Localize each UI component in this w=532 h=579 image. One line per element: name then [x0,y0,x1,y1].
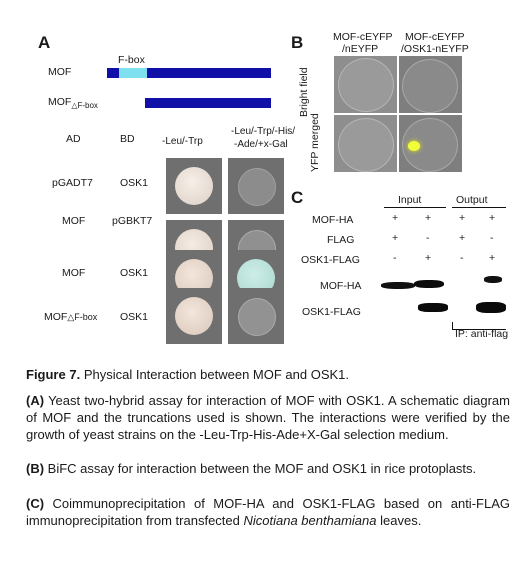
panel-a-letter: A [38,33,51,52]
mof-full-bar [107,68,271,78]
figure-label: Figure 7. [26,367,81,382]
fbox-domain [119,68,147,78]
mof-truncated-bar [145,98,271,108]
panel-c-letter: C [291,188,304,207]
row3-ad: MOF [62,267,86,279]
b-col1-line1: MOF-cEYFP [333,31,393,43]
caption-c: (C) Coimmunoprecipitation of MOF-HA and … [26,495,510,529]
c-row3-label: OSK1-FLAG [301,254,360,266]
mof-label: MOF [48,66,72,78]
ad-header: AD [66,133,81,145]
plate-r4-m1 [166,288,222,344]
sign-r2-c1: + [392,232,399,244]
panel-b-letter: B [291,33,304,52]
colony-r1-m1 [175,167,213,205]
b-col2-line2: /OSK1-nEYFP [401,43,469,55]
mof-delta-subscript: △F-box [71,101,98,111]
plate-r4-m2 [228,288,284,344]
protoplast-r1-c1 [338,58,394,112]
yfp-signal [408,141,420,151]
band-mofha-lane1 [381,282,415,289]
sign-r3-c3: - [460,252,464,264]
c-input-label: Input [398,194,422,206]
blot2-label: OSK1-FLAG [302,306,361,318]
row1-bd: OSK1 [120,177,149,189]
bd-header: BD [120,133,135,145]
sign-r3-c4: + [489,252,496,264]
bifc-r1-c1 [334,56,397,113]
medium2-header-line2: -Ade/+x-Gal [234,139,288,150]
ip-bracket-left [452,322,453,330]
blot1-label: MOF-HA [320,280,362,292]
sign-r1-c1: + [392,212,399,224]
medium2-header-line1: -Leu/-Trp/-His/ [231,126,296,137]
caption-c-label: (C) [26,496,45,511]
b-col1-line2: /nEYFP [342,43,379,55]
fbox-label: F-box [118,54,145,66]
caption-b-text: BiFC assay for interaction between the M… [47,461,477,476]
row2-bd: pGBKT7 [112,215,153,227]
colony-r4-m2 [238,298,276,336]
sign-r1-c4: + [489,212,496,224]
band-mofha-lane2 [414,280,444,288]
sign-r2-c4: - [490,232,494,244]
bifc-r2-c2 [399,115,462,172]
row3-bd: OSK1 [120,267,149,279]
sign-r2-c2: - [426,232,430,244]
caption-c-species: Nicotiana benthamiana [243,513,377,528]
c-row1-label: MOF-HA [312,214,354,226]
plate-r1-m1 [166,158,222,214]
figure-title: Figure 7. Physical Interaction between M… [26,366,510,383]
colony-r1-m2 [238,168,276,206]
sign-r1-c2: + [425,212,432,224]
row4-ad: MOF△F-box [44,311,98,323]
caption-c-text-2: leaves. [380,513,422,528]
c-row2-label: FLAG [327,234,355,246]
sign-r1-c3: + [459,212,466,224]
bifc-r1-c2 [399,56,462,113]
caption-c-text-1: Coimmunoprecipitation of MOF-HA and OSK1… [26,496,510,528]
c-output-label: Output [456,194,488,206]
sign-r3-c1: - [393,252,397,264]
b-col2-line1: MOF-cEYFP [405,31,465,43]
figure-title-text: Physical Interaction between MOF and OSK… [83,367,349,382]
row1-ad: pGADT7 [52,177,93,189]
protoplast-r1-c2 [402,59,458,113]
input-underline [384,207,446,208]
row4-ad-sub: △F-box [67,312,98,322]
mof-delta-label: MOF△F-box [48,96,98,111]
sign-r2-c3: + [459,232,466,244]
b-side-bright-field: Bright field [298,67,310,117]
sign-r3-c2: + [425,252,432,264]
band-osk1-lane4 [476,302,506,313]
ip-bracket-bottom [452,329,506,330]
caption-a: (A) Yeast two-hybrid assay for interacti… [26,392,510,443]
caption-b: (B) BiFC assay for interaction between t… [26,460,510,477]
band-mofha-lane4 [484,276,502,283]
ip-label: IP: anti-flag [455,328,509,340]
b-side-yfp-merged: YFP merged [309,113,321,172]
colony-r4-m1 [175,297,213,335]
bifc-r2-c1 [334,115,397,172]
row2-ad: MOF [62,215,86,227]
medium1-header: -Leu/-Trp [162,136,203,147]
caption-a-label: (A) [26,393,45,408]
row4-bd: OSK1 [120,311,149,323]
caption-a-text: Yeast two-hybrid assay for interaction o… [26,393,510,442]
plate-r1-m2 [228,158,284,214]
output-underline [452,207,506,208]
caption-b-label: (B) [26,461,45,476]
protoplast-r2-c1 [338,118,394,172]
band-osk1-lane2 [418,303,448,312]
